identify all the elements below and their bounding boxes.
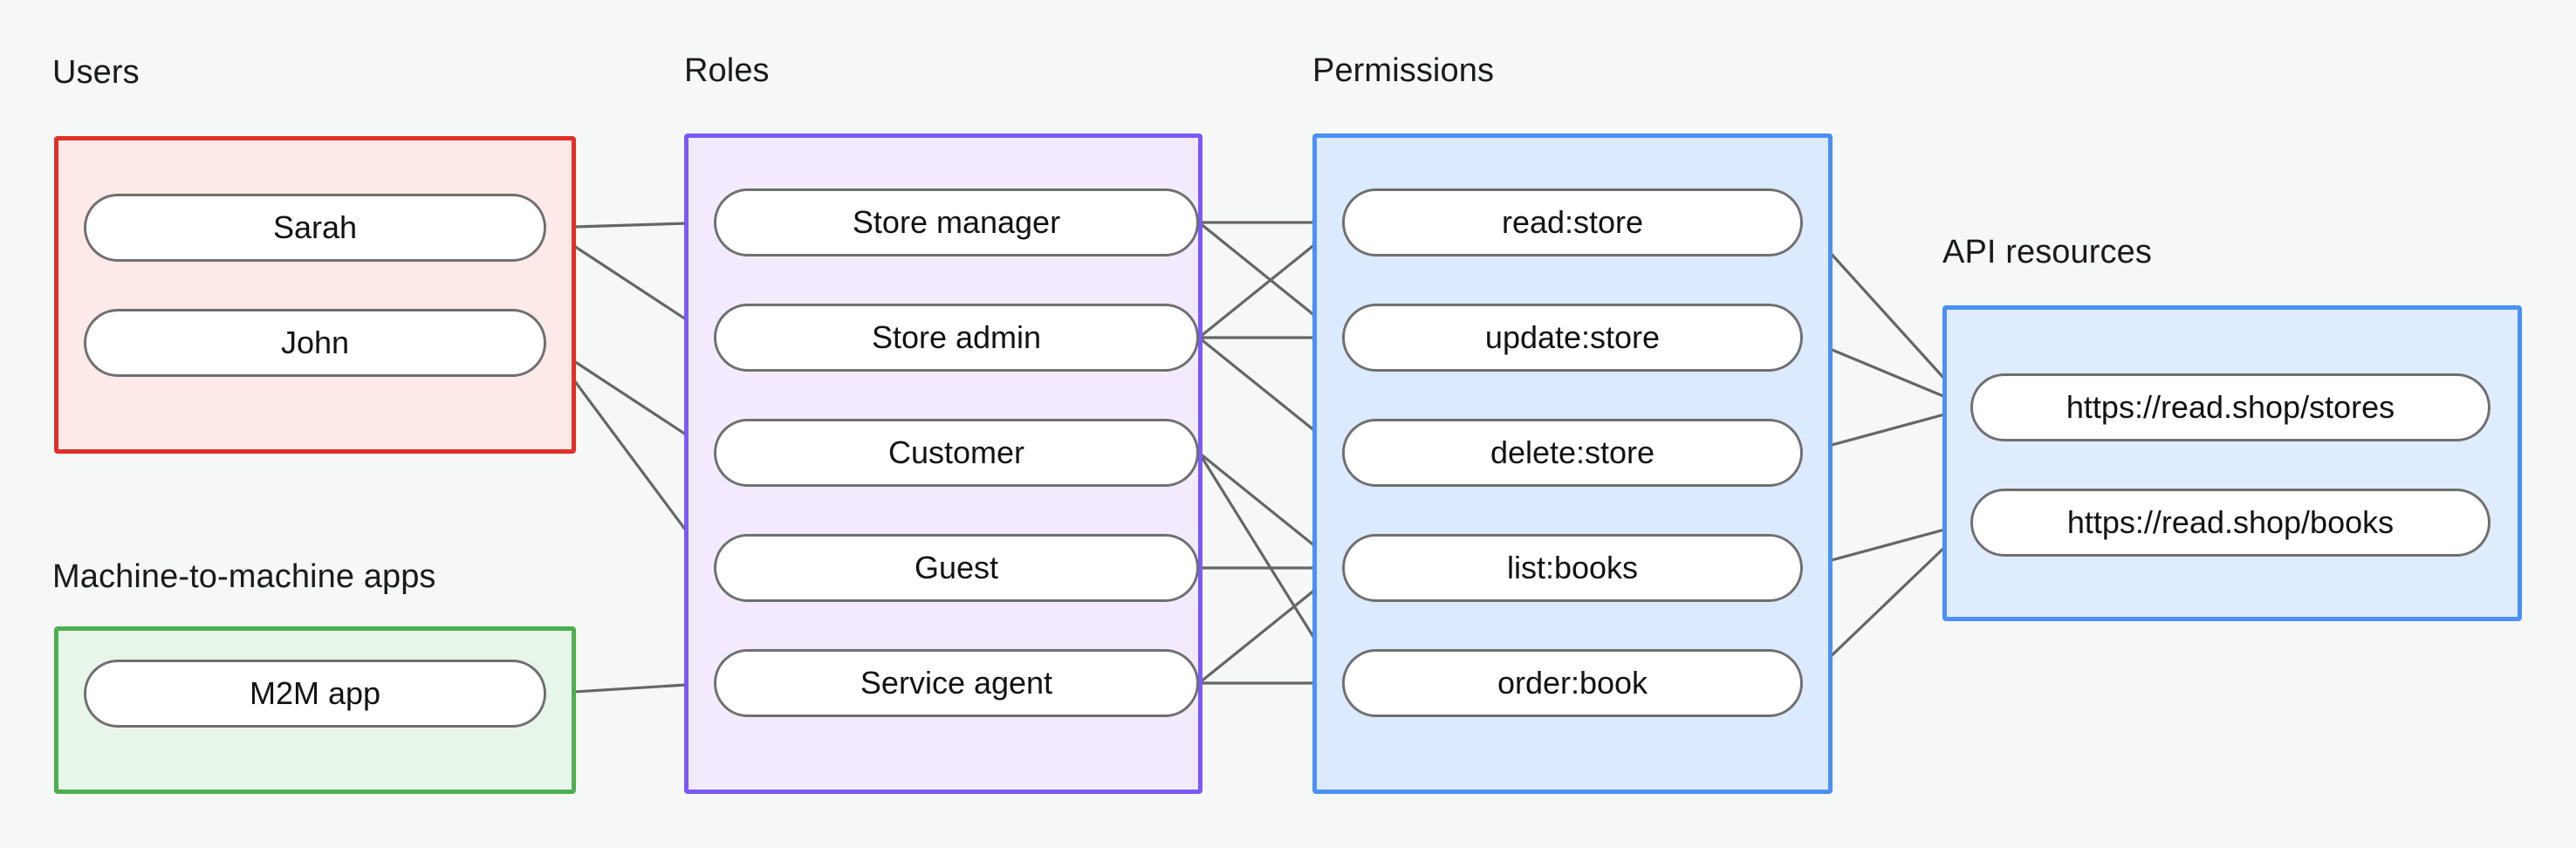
node-service-agent[interactable]: Service agent (714, 649, 1199, 717)
node-label-res-books: https://read.shop/books (2066, 504, 2394, 540)
node-update-store[interactable]: update:store (1342, 304, 1803, 372)
node-label-store-manager: Store manager (852, 204, 1061, 240)
node-read-store[interactable]: read:store (1342, 188, 1803, 256)
node-label-delete-store: delete:store (1490, 434, 1655, 470)
node-label-update-store: update:store (1484, 319, 1661, 355)
node-store-manager[interactable]: Store manager (714, 188, 1199, 256)
node-label-store-admin: Store admin (871, 319, 1042, 355)
node-john[interactable]: John (84, 309, 546, 377)
node-label-list-books: list:books (1506, 550, 1639, 585)
node-label-res-stores: https://read.shop/stores (2066, 389, 2395, 425)
node-label-read-store: read:store (1501, 204, 1644, 240)
node-label-john: John (280, 325, 350, 360)
group-title-m2m: Machine-to-machine apps (52, 558, 436, 595)
node-order-book[interactable]: order:book (1342, 649, 1803, 717)
node-delete-store[interactable]: delete:store (1342, 419, 1803, 487)
node-label-service-agent: Service agent (860, 665, 1053, 701)
group-box-api (1942, 305, 2522, 621)
node-label-customer: Customer (887, 434, 1025, 470)
node-label-m2mapp: M2M app (249, 675, 381, 711)
group-title-permissions: Permissions (1312, 52, 1495, 89)
group-title-roles: Roles (684, 52, 770, 89)
node-res-stores[interactable]: https://read.shop/stores (1970, 373, 2490, 441)
node-label-guest: Guest (914, 550, 999, 585)
node-m2mapp[interactable]: M2M app (84, 660, 546, 728)
node-sarah[interactable]: Sarah (84, 194, 546, 262)
group-title-api: API resources (1942, 234, 2152, 270)
node-label-order-book: order:book (1497, 665, 1648, 701)
group-title-users: Users (52, 54, 140, 91)
node-guest[interactable]: Guest (714, 534, 1199, 602)
node-customer[interactable]: Customer (714, 419, 1199, 487)
node-store-admin[interactable]: Store admin (714, 304, 1199, 372)
node-label-sarah: Sarah (272, 209, 358, 245)
group-box-users (54, 136, 576, 454)
node-list-books[interactable]: list:books (1342, 534, 1803, 602)
node-res-books[interactable]: https://read.shop/books (1970, 489, 2490, 557)
